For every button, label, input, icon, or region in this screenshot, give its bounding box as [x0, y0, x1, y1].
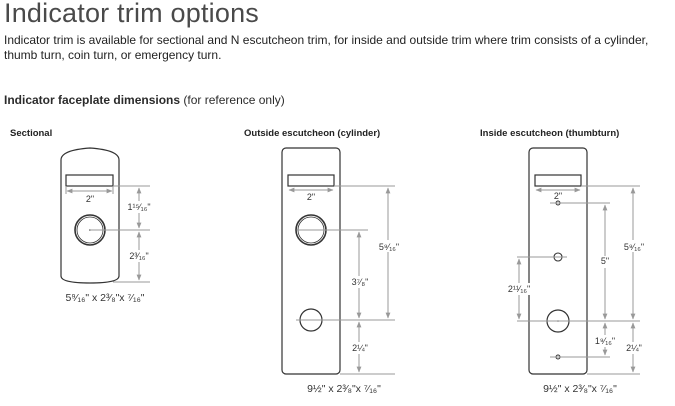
diagram-label-outside-escutcheon: Outside escutcheon (cylinder): [244, 128, 381, 139]
indicator-window: [534, 174, 582, 187]
dim-window-to-lower-hole: 5⁹⁄₁₆": [379, 242, 399, 252]
overall-dimensions: 5⁹⁄₁₆" x 2³⁄₈"x ⁷⁄₁₆": [65, 292, 144, 304]
dim-center-to-lower-screw: 1⁹⁄₁₆": [595, 336, 615, 346]
dim-window-width: 2": [307, 192, 315, 202]
dim-upper-to-lower-hole: 3⁷⁄₈": [352, 277, 369, 287]
diagram-label-inside-escutcheon: Inside escutcheon (thumbturn): [480, 128, 620, 139]
sectional-faceplate: 2" 1¹⁵⁄₁₆" 2³⁄₁₆" 5⁹⁄₁₆" x 2³⁄₈"x ⁷⁄₁₆": [60, 147, 154, 304]
dim-screw-to-center: 5": [601, 256, 609, 266]
dim-window-to-center: 5⁹⁄₁₆": [624, 242, 644, 252]
outside-escutcheon-faceplate: 2" 5⁹⁄₁₆" 3⁷⁄₈" 2¼" 9½" x 2³⁄₈"x ⁷⁄₁₆": [281, 147, 404, 395]
section-heading: Indicator faceplate dimensions (for refe…: [4, 93, 285, 107]
dim-lower-hole-to-bottom: 2¼": [352, 343, 368, 353]
section-heading-bold: Indicator faceplate dimensions: [4, 93, 181, 107]
overall-dimensions: 9½" x 2³⁄₈"x ⁷⁄₁₆": [543, 383, 617, 395]
indicator-window: [287, 174, 335, 187]
dim-window-width: 2": [86, 194, 94, 204]
intro-paragraph: Indicator trim is available for sectiona…: [4, 33, 649, 62]
section-heading-note: (for reference only): [180, 93, 285, 107]
dim-window-width: 2": [554, 191, 562, 201]
page-title: Indicator trim options: [4, 0, 260, 28]
inside-escutcheon-faceplate: 2" 5⁹⁄₁₆" 5" 2¹¹⁄₁₆" 1⁹⁄₁₆" 2¼" 9½" x 2³…: [503, 147, 648, 395]
overall-dimensions: 9½" x 2³⁄₈"x ⁷⁄₁₆": [307, 383, 381, 395]
dim-center-to-bottom: 2¼": [626, 343, 642, 353]
diagram-label-sectional: Sectional: [10, 128, 53, 139]
dim-center-to-bottom: 2³⁄₁₆": [129, 251, 148, 261]
indicator-window: [65, 174, 114, 187]
dim-top-to-center: 1¹⁵⁄₁₆": [127, 202, 150, 212]
dim-upper-hole-to-center: 2¹¹⁄₁₆": [508, 284, 530, 294]
